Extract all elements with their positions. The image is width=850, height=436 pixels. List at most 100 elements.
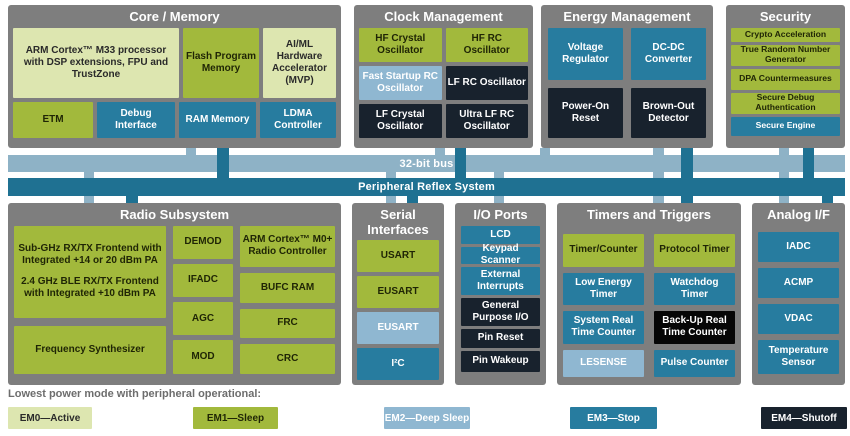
- block-demod: DEMOD: [173, 225, 233, 259]
- section-serial-interfaces: Serial Interfaces USART EUSART EUSART I²…: [352, 203, 444, 385]
- section-title-timers-and-triggers: Timers and Triggers: [586, 207, 712, 222]
- radio-frontend-subghz: Sub-GHz RX/TX Frontend with Integrated +…: [18, 243, 162, 267]
- bus-connector: [653, 148, 664, 203]
- security-column: Crypto Acceleration True Random Number G…: [726, 27, 845, 136]
- block-dc-dc-converter: DC-DC Converter: [631, 27, 706, 80]
- block-pin-reset: Pin Reset: [461, 328, 540, 348]
- block-power-on-reset: Power-On Reset: [548, 87, 623, 138]
- block-iadc: IADC: [758, 231, 839, 262]
- block-crypto-acceleration: Crypto Acceleration: [731, 27, 840, 42]
- block-dpa-countermeasures: DPA Countermeasures: [731, 68, 840, 90]
- section-title-analog-if: Analog I/F: [767, 207, 830, 222]
- block-ifadc: IFADC: [173, 263, 233, 298]
- block-lf-crystal-oscillator: LF Crystal Oscillator: [359, 103, 442, 138]
- block-arm-cortex-m33: ARM Cortex™ M33 processor with DSP exten…: [13, 27, 179, 98]
- block-brown-out-detector: Brown-Out Detector: [631, 87, 706, 138]
- block-ram-memory: RAM Memory: [179, 101, 256, 138]
- block-frequency-synthesizer: Frequency Synthesizer: [14, 325, 166, 374]
- block-ultra-lf-rc-oscillator: Ultra LF RC Oscillator: [445, 103, 528, 138]
- block-general-purpose-io: General Purpose I/O: [461, 297, 540, 326]
- block-eusart-em1: EUSART: [357, 276, 439, 309]
- section-io-ports: I/O Ports LCD Keypad Scanner External In…: [455, 203, 546, 385]
- radio-frontend-ble: 2.4 GHz BLE RX/TX Frontend with Integrat…: [21, 276, 159, 300]
- block-crc: CRC: [240, 344, 335, 374]
- radio-middle-column: DEMOD IFADC AGC MOD: [173, 225, 233, 374]
- block-lf-rc-oscillator: LF RC Oscillator: [445, 65, 528, 100]
- block-acmp: ACMP: [758, 267, 839, 298]
- bus-prs-label: Peripheral Reflex System: [358, 181, 495, 193]
- bus-connector: [126, 196, 138, 203]
- block-eusart-em2: EUSART: [357, 312, 439, 345]
- section-title-serial-interfaces: Serial Interfaces: [367, 207, 429, 237]
- bus-connector: [803, 148, 814, 196]
- bus-peripheral-reflex-system: Peripheral Reflex System: [8, 178, 845, 196]
- block-voltage-regulator: Voltage Regulator: [548, 27, 623, 80]
- section-title-energy-management: Energy Management: [563, 9, 691, 24]
- analog-if-column: IADC ACMP VDAC Temperature Sensor: [752, 231, 845, 374]
- energy-management-grid: Voltage Regulator DC-DC Converter Power-…: [541, 27, 713, 138]
- bus-connector: [455, 148, 466, 196]
- block-system-real-time-counter: System Real Time Counter: [563, 310, 644, 344]
- section-radio-subsystem: Radio Subsystem Sub-GHz RX/TX Frontend w…: [8, 203, 341, 385]
- block-fast-startup-rc-oscillator: Fast Startup RC Oscillator: [359, 65, 442, 100]
- block-arm-cortex-m0-radio-controller: ARM Cortex™ M0+ Radio Controller: [240, 225, 335, 268]
- legend-title: Lowest power mode with peripheral operat…: [8, 388, 262, 400]
- block-ldma-controller: LDMA Controller: [260, 101, 336, 138]
- block-i2c: I²C: [357, 348, 439, 381]
- legend-em2-deep-sleep: EM2—Deep Sleep: [384, 407, 470, 429]
- radio-subsystem-grid: Sub-GHz RX/TX Frontend with Integrated +…: [8, 225, 341, 374]
- block-backup-real-time-counter: Back-Up Real Time Counter: [654, 310, 735, 344]
- bus-32bit-label: 32-bit bus: [399, 157, 454, 170]
- block-external-interrupts: External Interrupts: [461, 266, 540, 295]
- section-title-core-memory: Core / Memory: [129, 9, 220, 24]
- block-pulse-counter: Pulse Counter: [654, 349, 735, 377]
- block-temperature-sensor: Temperature Sensor: [758, 339, 839, 374]
- block-watchdog-timer: Watchdog Timer: [654, 272, 735, 305]
- section-title-clock-management: Clock Management: [384, 9, 503, 24]
- block-timer-counter: Timer/Counter: [563, 233, 644, 267]
- block-etm: ETM: [13, 101, 93, 138]
- legend-em0-active: EM0—Active: [8, 407, 92, 429]
- block-vdac: VDAC: [758, 303, 839, 334]
- legend-em4-shutoff: EM4—Shutoff: [761, 407, 847, 429]
- bus-32bit: 32-bit bus: [8, 155, 845, 172]
- core-memory-row-2: ETM Debug Interface RAM Memory LDMA Cont…: [8, 101, 341, 138]
- section-core-memory: Core / Memory ARM Cortex™ M33 processor …: [8, 5, 341, 148]
- section-title-security: Security: [759, 9, 812, 24]
- section-energy-management: Energy Management Voltage Regulator DC-D…: [541, 5, 713, 148]
- section-analog-if: Analog I/F IADC ACMP VDAC Temperature Se…: [752, 203, 845, 385]
- block-keypad-scanner: Keypad Scanner: [461, 243, 540, 266]
- block-mod: MOD: [173, 340, 233, 374]
- block-protocol-timer: Protocol Timer: [654, 233, 735, 267]
- legend-em3-stop: EM3—Stop: [570, 407, 657, 429]
- block-debug-interface: Debug Interface: [97, 101, 175, 138]
- block-hf-crystal-oscillator: HF Crystal Oscillator: [359, 27, 442, 62]
- section-clock-management: Clock Management HF Crystal Oscillator H…: [354, 5, 533, 148]
- block-lcd: LCD: [461, 225, 540, 244]
- block-secure-engine: Secure Engine: [731, 116, 840, 136]
- block-usart: USART: [357, 240, 439, 273]
- block-hf-rc-oscillator: HF RC Oscillator: [445, 27, 528, 62]
- block-true-random-number-generator: True Random Number Generator: [731, 44, 840, 66]
- core-memory-row-1: ARM Cortex™ M33 processor with DSP exten…: [8, 27, 341, 98]
- block-aiml-hardware-accelerator: AI/ML Hardware Accelerator (MVP): [263, 27, 336, 98]
- section-title-io-ports: I/O Ports: [473, 207, 528, 222]
- block-agc: AGC: [173, 302, 233, 336]
- bus-connector: [407, 196, 418, 203]
- clock-management-grid: HF Crystal Oscillator HF RC Oscillator F…: [354, 27, 533, 138]
- section-timers-and-triggers: Timers and Triggers Timer/Counter Protoc…: [557, 203, 741, 385]
- block-low-energy-timer: Low Energy Timer: [563, 272, 644, 305]
- timers-triggers-grid: Timer/Counter Protocol Timer Low Energy …: [557, 233, 741, 377]
- block-frc: FRC: [240, 308, 335, 339]
- section-title-radio-subsystem: Radio Subsystem: [119, 207, 230, 222]
- radio-left-column: Sub-GHz RX/TX Frontend with Integrated +…: [14, 225, 166, 374]
- io-ports-column: LCD Keypad Scanner External Interrupts G…: [455, 225, 546, 372]
- block-bufc-ram: BUFC RAM: [240, 273, 335, 303]
- block-secure-debug-authentication: Secure Debug Authentication: [731, 92, 840, 114]
- radio-right-column: ARM Cortex™ M0+ Radio Controller BUFC RA…: [240, 225, 335, 374]
- block-lesense: LESENSE: [563, 349, 644, 377]
- block-pin-wakeup: Pin Wakeup: [461, 350, 540, 372]
- bus-connector: [779, 148, 789, 203]
- block-radio-frontend: Sub-GHz RX/TX Frontend with Integrated +…: [14, 225, 166, 318]
